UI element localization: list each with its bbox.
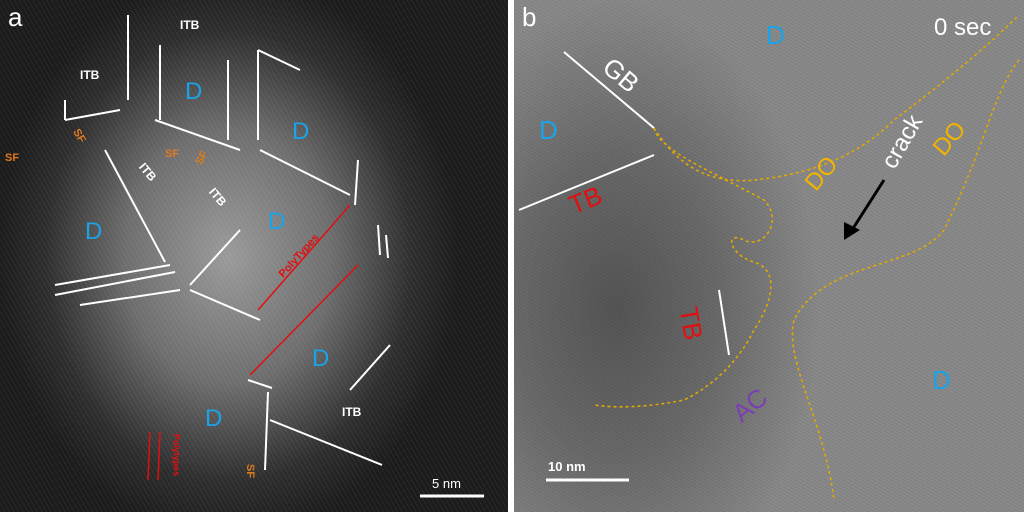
panel-a-label: a [8,2,23,32]
scale-bar-label: 10 nm [548,459,586,474]
panel-b-image: b 0 sec D D D GB TB TB DO DO crack AC 10… [514,0,1024,512]
itb-label: ITB [180,18,200,32]
panel-b-annotation-lines [518,14,1020,501]
domain-label: D [766,20,785,50]
tb-label: TB [673,304,709,343]
sf-label: SF [165,148,180,160]
domain-label: D [932,365,951,395]
panel-a-image: a D D D D D D D ITB ITB ITB ITB ITB SF S… [0,0,508,512]
domain-label: D [268,208,286,235]
scale-bar-label: 5 nm [432,476,461,491]
time-label: 0 sec [934,14,992,41]
polytypes-label: Polytypes [171,433,182,477]
itb-label: ITB [80,68,100,82]
domain-label: D [312,345,330,372]
domain-label: D [85,218,103,245]
domain-label: D [539,115,558,145]
panel-b-label: b [522,2,537,32]
domain-label: D [292,118,310,145]
sf-label: SF [5,152,20,164]
sf-label: SF [244,463,257,479]
domain-label: D [185,78,203,105]
panel-a-annotation-lines [54,15,484,498]
domain-label: D [205,405,223,432]
itb-label: ITB [342,405,362,419]
